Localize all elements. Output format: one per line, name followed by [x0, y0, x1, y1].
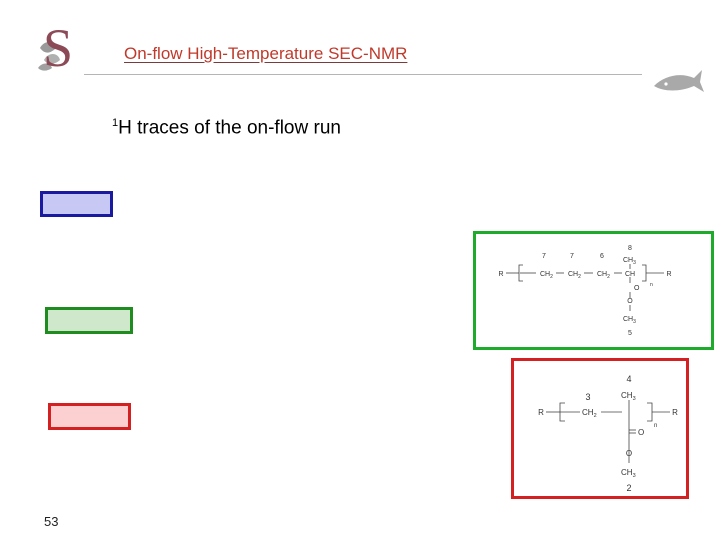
ch2-subscript: 2 [550, 274, 553, 280]
carbonyl-oxygen: O [638, 428, 644, 437]
label-5: 5 [628, 330, 632, 337]
legend-swatch-red [48, 403, 131, 430]
legend-swatch-green [45, 307, 133, 334]
repeat-n: n [650, 282, 653, 288]
structure-polymer-frame: 3 4 2 R R CH2 CH3 n O O CH3 [511, 358, 689, 499]
label-3: 3 [585, 392, 590, 402]
methoxy-group: CH3 [621, 468, 636, 479]
methyl-group: CH3 [621, 391, 636, 402]
ch2-text: CH [582, 408, 594, 417]
ch2-subscript: 2 [607, 274, 610, 280]
ch3-subscript: 3 [633, 473, 636, 479]
ch3-text: CH [623, 257, 633, 264]
structure-copolymer-frame: 7 7 6 8 5 R R CH2 CH2 CH2 CH3 CH n O O C… [473, 231, 714, 350]
header-divider [84, 74, 642, 75]
page-number: 53 [44, 514, 59, 529]
ch2-text: CH [540, 271, 550, 278]
subtitle-text: H traces of the on-flow run [118, 117, 341, 139]
leaf-emblem-icon [38, 42, 60, 71]
university-logo: S [38, 18, 73, 74]
slide-subtitle: 1H traces of the on-flow run [112, 117, 341, 139]
label-7-second: 7 [570, 253, 574, 260]
structure-polymer-drawing: 3 4 2 R R CH2 CH3 n O O CH3 [538, 374, 678, 493]
ch3-subscript: 3 [633, 319, 636, 325]
ch3-subscript: 3 [633, 260, 636, 266]
ch2-unit-1: CH2 [540, 271, 553, 280]
fish-mascot-icon [654, 70, 704, 92]
ch2-subscript: 2 [594, 413, 597, 419]
label-7-first: 7 [542, 253, 546, 260]
ch-backbone: CH [625, 271, 635, 278]
label-6: 6 [600, 253, 604, 260]
r-group-right: R [672, 408, 678, 417]
repeat-n: n [654, 423, 657, 429]
label-2: 2 [626, 483, 631, 493]
ch3-text: CH [623, 316, 633, 323]
ester-oxygen: O [626, 449, 632, 458]
ch3-subscript: 3 [633, 396, 636, 402]
label-4: 4 [626, 374, 631, 384]
methyl-group: CH3 [623, 257, 636, 266]
r-group-left: R [538, 408, 544, 417]
ch2-unit-2: CH2 [568, 271, 581, 280]
carbonyl-oxygen: O [634, 285, 640, 292]
ch2-subscript: 2 [578, 274, 581, 280]
ch3-text: CH [621, 391, 633, 400]
r-group-right: R [666, 271, 671, 278]
structure-copolymer-drawing: 7 7 6 8 5 R R CH2 CH2 CH2 CH3 CH n O O C… [498, 245, 671, 337]
ch2-unit-3: CH2 [597, 271, 610, 280]
logo-letter: S [43, 18, 73, 74]
ch2-text: CH [568, 271, 578, 278]
legend-swatch-blue [40, 191, 113, 217]
ester-oxygen: O [627, 298, 633, 305]
methoxy-group: CH3 [623, 316, 636, 325]
page-title: On-flow High-Temperature SEC-NMR [124, 44, 408, 63]
ch3-text: CH [621, 468, 633, 477]
ch2-unit: CH2 [582, 408, 597, 419]
r-group-left: R [498, 271, 503, 278]
superscript-one: 1 [112, 117, 119, 129]
label-8: 8 [628, 245, 632, 252]
ch2-text: CH [597, 271, 607, 278]
